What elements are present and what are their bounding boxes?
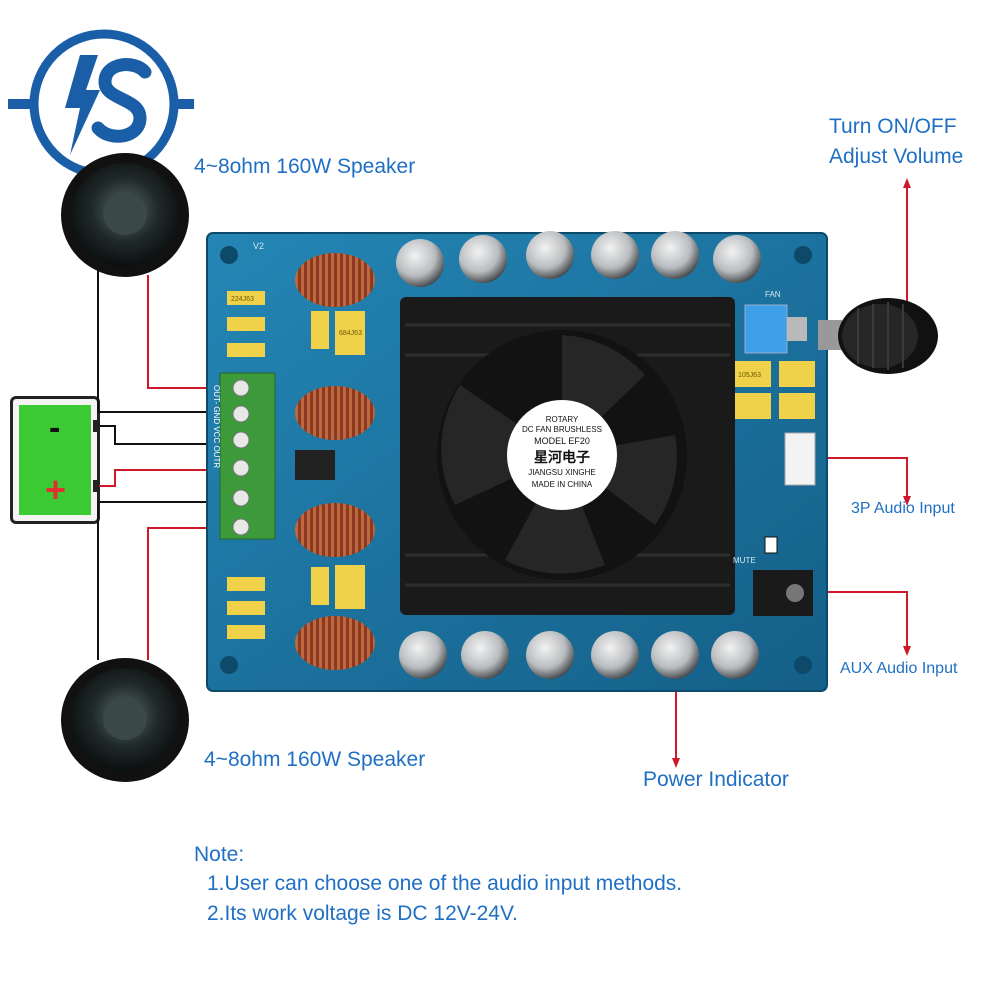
cap-label-224: 224J63: [231, 296, 254, 303]
speaker-bottom-label: 4~8ohm 160W Speaker: [204, 748, 426, 771]
mute-label: MUTE: [733, 556, 756, 565]
power-indicator-label: Power Indicator: [643, 768, 789, 791]
inductor-coils: [295, 253, 375, 670]
battery-terminal-plus: [93, 480, 99, 492]
fan-header-label: FAN: [765, 290, 781, 299]
capacitors-bottom: [399, 631, 759, 679]
knob-label-line1: Turn ON/OFF: [829, 115, 957, 138]
volume-knob[interactable]: [818, 290, 938, 380]
connector-3p: [784, 432, 816, 486]
input-aux-label: AUX Audio Input: [840, 660, 958, 677]
speaker-bottom-image: [61, 658, 189, 782]
cap-label-684: 684J63: [339, 330, 362, 337]
fan-label: [507, 400, 617, 510]
fan-model-text: MODEL EF20: [534, 436, 590, 446]
battery-plus-sign: +: [45, 469, 67, 510]
note-title: Note:: [194, 843, 245, 866]
power-led: [764, 536, 778, 554]
potentiometer-body: [744, 304, 788, 354]
speaker-top-image: [61, 153, 189, 277]
regulator-chip: [295, 450, 335, 480]
fan-type-text: DC FAN BRUSHLESS: [522, 425, 602, 434]
battery-minus-sign: -: [49, 409, 61, 447]
input-3p-label: 3P Audio Input: [851, 500, 955, 517]
fan-origin-text: MADE IN CHINA: [532, 480, 593, 489]
battery-terminal-minus: [93, 420, 99, 432]
note-item-2: 2.Its work voltage is DC 12V-24V.: [207, 902, 518, 925]
fan-maker-text: JIANGSU XINGHE: [528, 468, 596, 477]
capacitors-top: [396, 231, 761, 287]
knob-label-line2: Adjust Volume: [829, 145, 964, 168]
battery: - +: [10, 396, 100, 524]
fan-brand-text: 星河电子: [534, 449, 590, 465]
terminal-block: [219, 372, 276, 540]
board-version-label: V2: [253, 241, 264, 251]
film-capacitors: 224J63 684J63 105J63: [227, 291, 815, 639]
speaker-top-label: 4~8ohm 160W Speaker: [194, 155, 416, 178]
terminal-labels: OUT- GND VCC OUTR: [212, 385, 221, 468]
fan-rotary-text: ROTARY: [546, 415, 579, 424]
amplifier-board: V2 224J63 684J63 105J63: [206, 231, 828, 692]
note-item-1: 1.User can choose one of the audio input…: [207, 872, 683, 895]
cap-label-105: 105J63: [738, 372, 761, 379]
